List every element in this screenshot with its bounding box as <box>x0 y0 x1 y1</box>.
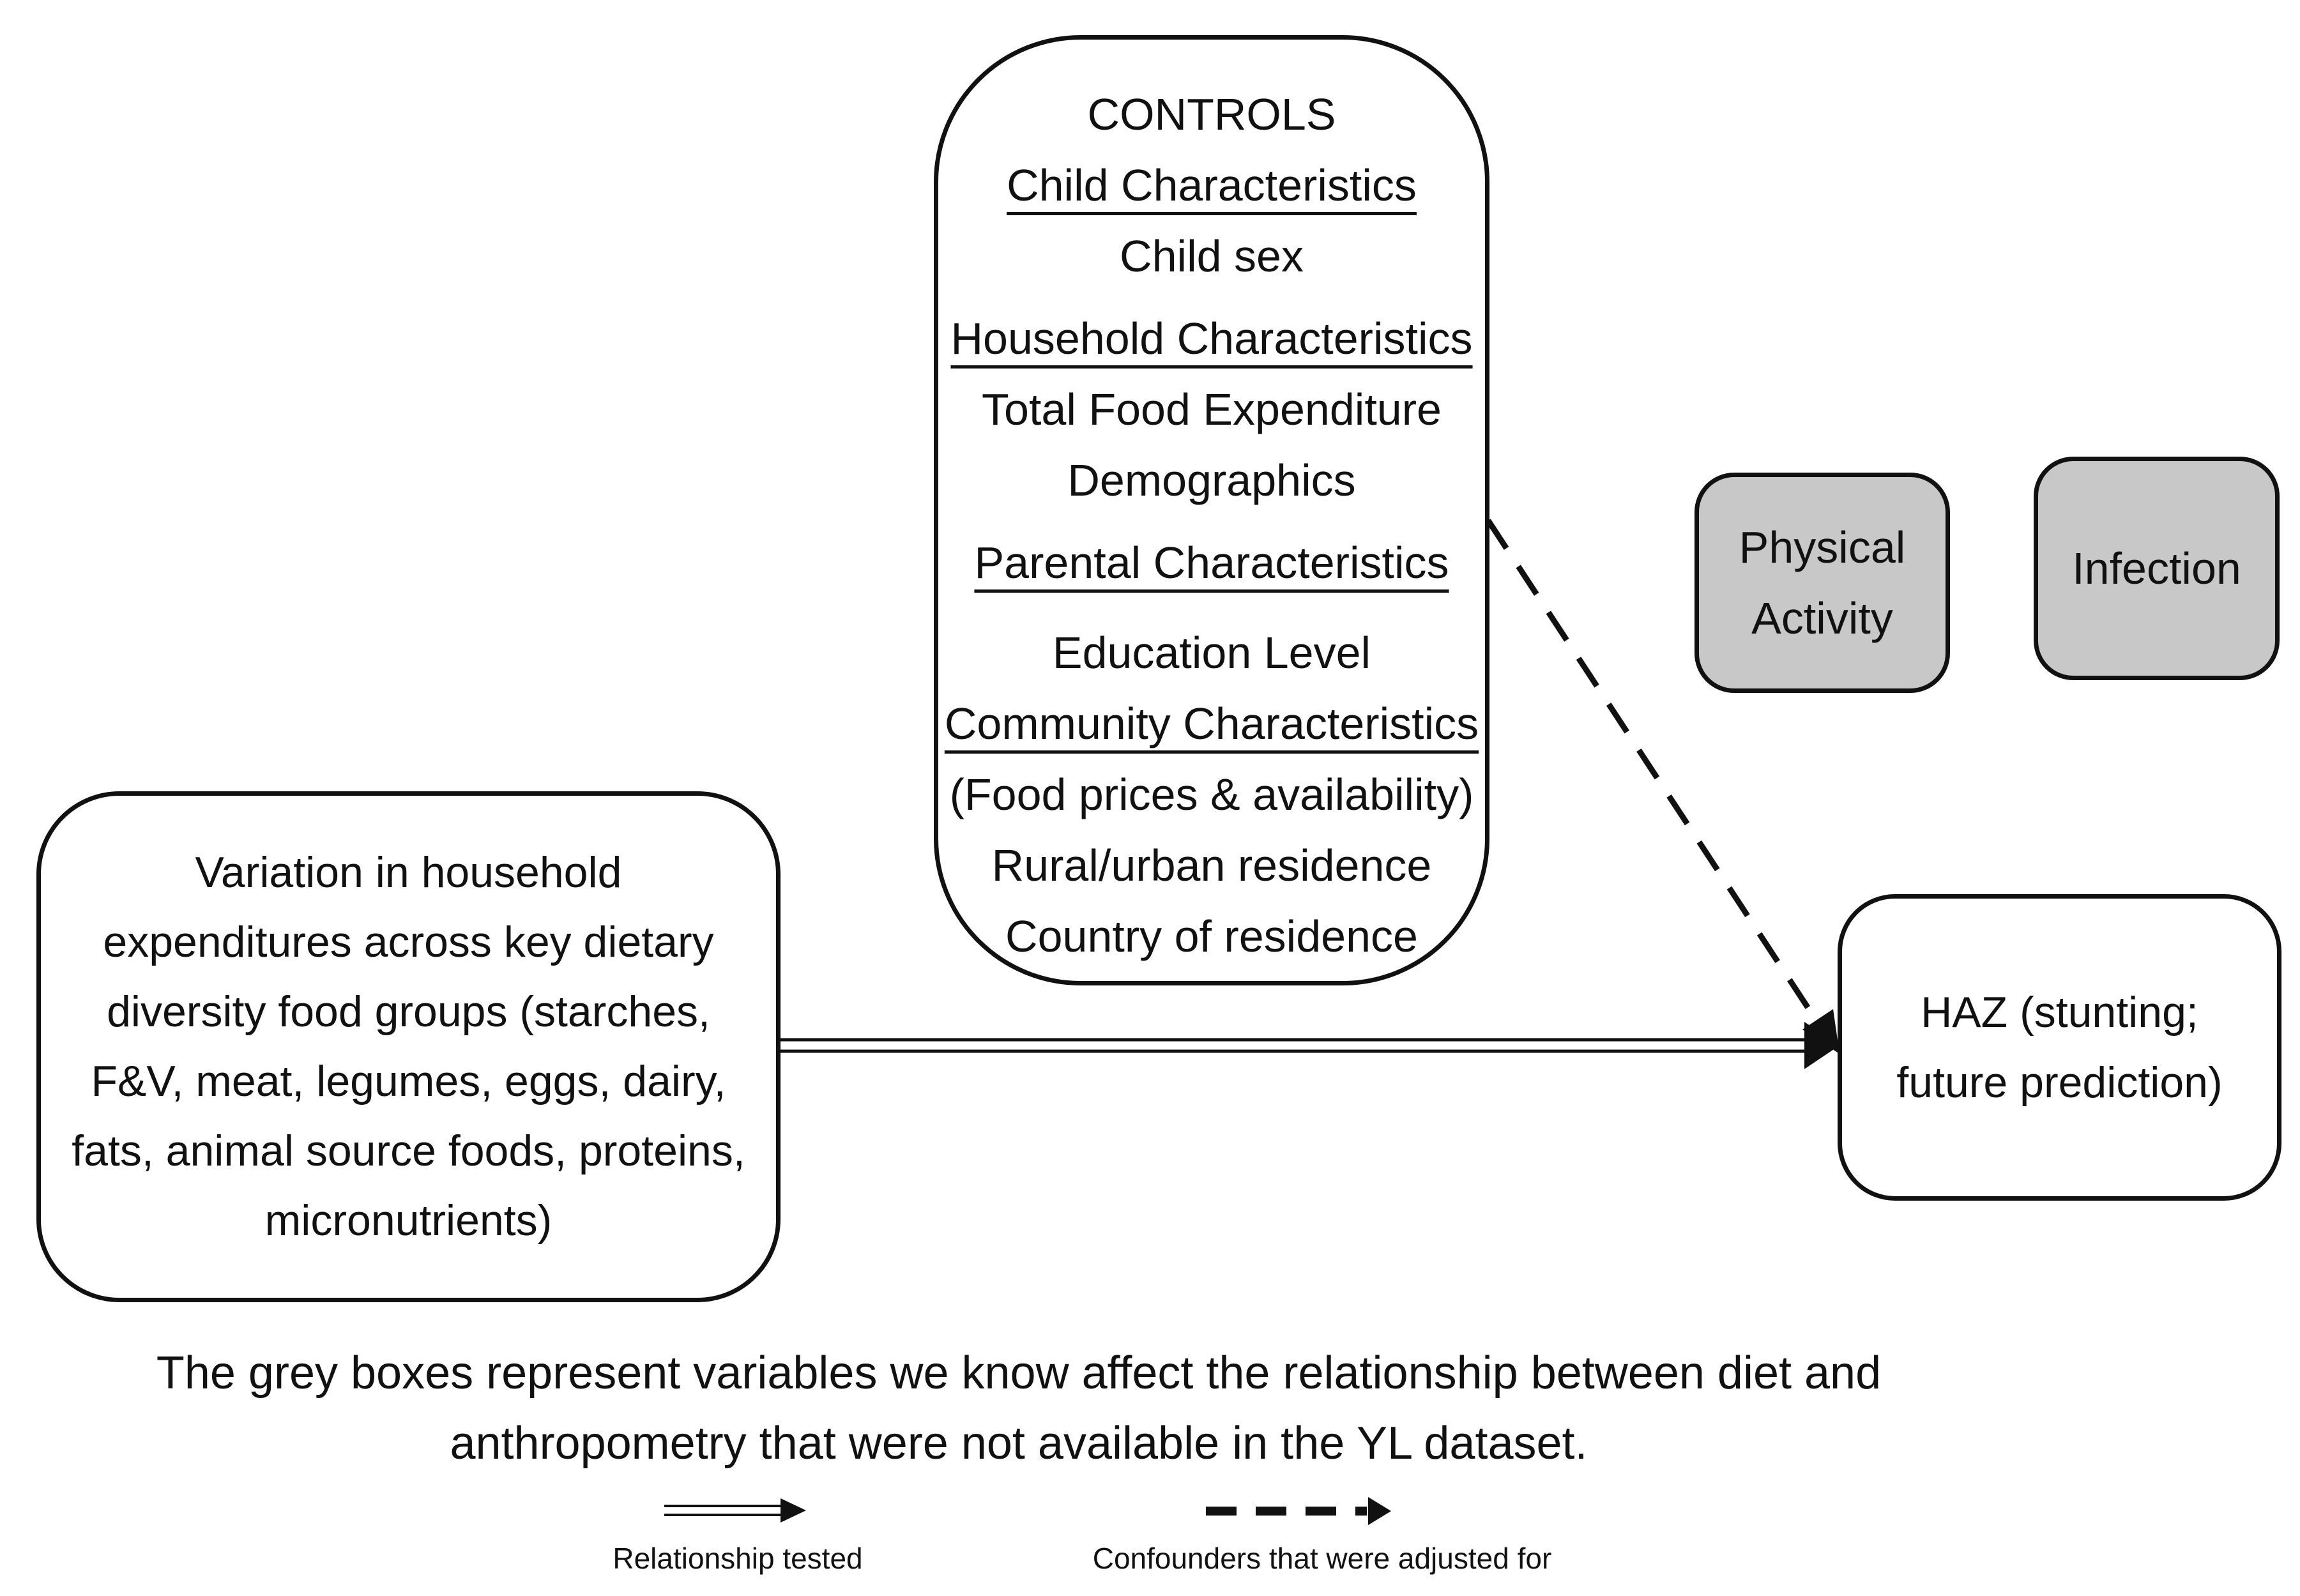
infection-label: Infection <box>2072 543 2241 593</box>
food-prices-item: (Food prices & availability) <box>949 770 1474 819</box>
legend-confounders-symbol <box>1206 1497 1391 1525</box>
exposure-line: fats, animal source foods, proteins, <box>72 1127 745 1175</box>
physical-activity-line: Physical <box>1739 522 1906 572</box>
outcome-box: HAZ (stunting; future prediction) <box>1838 894 2281 1201</box>
caption-line-2: anthropometry that were not available in… <box>450 1418 1588 1469</box>
child-sex-item: Child sex <box>1120 231 1304 281</box>
physical-activity-box: Physical Activity <box>1695 473 1950 693</box>
diagram-caption: The grey boxes represent variables we kn… <box>96 1338 1942 1478</box>
total-food-expenditure-item: Total Food Expenditure <box>982 384 1442 434</box>
country-item: Country of residence <box>1005 911 1418 961</box>
exposure-line: Variation in household <box>195 848 622 897</box>
household-characteristics-heading: Household Characteristics <box>950 314 1473 363</box>
community-characteristics-heading: Community Characteristics <box>944 699 1479 749</box>
rural-urban-item: Rural/urban residence <box>991 840 1432 890</box>
legend-confounders-label: Confounders that were adjusted for <box>1092 1542 1552 1575</box>
exposure-line: F&V, meat, legumes, eggs, dairy, <box>91 1057 726 1106</box>
relationship-tested-arrow <box>781 1022 1839 1069</box>
caption-line-1: The grey boxes represent variables we kn… <box>156 1348 1882 1399</box>
exposure-line: diversity food groups (starches, <box>107 987 710 1036</box>
exposure-line: expenditures across key dietary <box>103 918 714 966</box>
outcome-line: HAZ (stunting; <box>1921 988 2198 1037</box>
legend-tested-symbol <box>664 1498 806 1523</box>
controls-title: CONTROLS <box>1087 89 1336 139</box>
physical-activity-line: Activity <box>1751 593 1893 643</box>
controls-box: CONTROLS Child Characteristics Child sex… <box>934 35 1489 985</box>
child-characteristics-heading: Child Characteristics <box>1007 160 1417 210</box>
exposure-line: micronutrients) <box>264 1196 552 1245</box>
confounders-dashed-arrow <box>1486 519 1839 1054</box>
demographics-item: Demographics <box>1067 455 1356 505</box>
education-level-item: Education Level <box>1052 628 1371 678</box>
exposure-box: Variation in household expenditures acro… <box>36 791 781 1302</box>
legend-tested-label: Relationship tested <box>613 1542 863 1575</box>
outcome-line: future prediction) <box>1896 1058 2223 1107</box>
parental-characteristics-heading: Parental Characteristics <box>974 538 1449 588</box>
infection-box: Infection <box>2034 457 2280 680</box>
